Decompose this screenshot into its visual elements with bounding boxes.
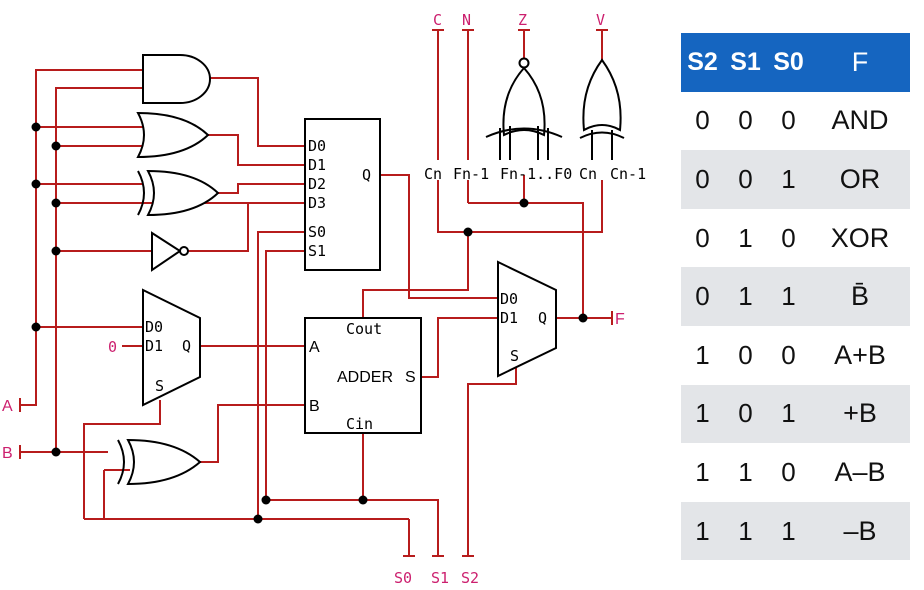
- cell-f: A–B: [834, 456, 886, 487]
- select-s1-label: S1: [431, 569, 449, 587]
- output-f-label: F: [615, 311, 625, 328]
- mux4-s1-label: S1: [308, 242, 326, 260]
- cell-s0: 0: [781, 105, 796, 136]
- header-f: F: [851, 46, 869, 77]
- cell-s2: 1: [695, 398, 710, 429]
- mux4-d2-label: D2: [308, 175, 326, 193]
- table-row: 0 0 1 OR: [681, 150, 910, 209]
- flag-z-label: Z: [518, 11, 527, 29]
- mux4-d1-label: D1: [308, 156, 326, 174]
- adder-title: ADDER: [337, 369, 393, 386]
- xor-gate-bottom: [117, 438, 202, 486]
- mux4-q-label: Q: [362, 166, 371, 184]
- input-b-label: B: [2, 445, 13, 462]
- flag-tap-fn1-f0: Fn-1..F0: [500, 165, 572, 183]
- cell-s1: 0: [738, 339, 753, 370]
- cell-s0: 1: [781, 281, 796, 312]
- cell-s2: 0: [695, 105, 710, 136]
- adder-a-label: A: [309, 339, 320, 356]
- cell-f: B̄: [850, 281, 869, 312]
- cell-s2: 0: [695, 222, 710, 253]
- table-row: 1 1 1 –B: [681, 501, 910, 561]
- adder-b-label: B: [309, 398, 320, 415]
- mux-out: [497, 260, 557, 378]
- or-gate: [136, 111, 210, 159]
- muxout-d1-label: D1: [500, 309, 518, 327]
- cell-f: +B: [843, 398, 877, 429]
- table-row: 1 1 0 A–B: [681, 443, 910, 502]
- muxb-q-label: Q: [182, 337, 191, 355]
- cell-s2: 1: [695, 456, 710, 487]
- select-s0-label: S0: [394, 569, 412, 587]
- flag-tap-cn: Cn: [424, 165, 442, 183]
- cell-s2: 1: [695, 339, 710, 370]
- nor-gate-z: [485, 57, 563, 160]
- cell-s2: 1: [695, 515, 710, 546]
- cell-s0: 0: [781, 456, 796, 487]
- cell-s1: 1: [738, 456, 753, 487]
- adder-cin-label: Cin: [346, 415, 373, 433]
- cell-s1: 1: [738, 281, 753, 312]
- flag-tap-cn-2: Cn: [579, 165, 597, 183]
- mux-b: [142, 288, 201, 407]
- mux-4to1: [304, 118, 381, 271]
- header-s0: S0: [773, 47, 804, 76]
- cell-s0: 1: [781, 398, 796, 429]
- flag-tap-fn1: Fn-1: [453, 165, 489, 183]
- input-a-label: A: [2, 398, 13, 415]
- cell-f: XOR: [830, 222, 890, 253]
- adder-block: [304, 317, 422, 434]
- flag-tap-cn1: Cn-1: [610, 165, 646, 183]
- select-s2-label: S2: [461, 569, 479, 587]
- muxb-d0-label: D0: [145, 318, 163, 336]
- truth-table-header: S2 S1 S0 F: [681, 33, 910, 92]
- cell-f: AND: [831, 105, 889, 136]
- cell-s2: 0: [695, 281, 710, 312]
- table-row: 0 1 0 XOR: [681, 208, 910, 268]
- flag-n-label: N: [462, 11, 471, 29]
- cell-f: OR: [839, 163, 881, 194]
- cell-s1: 1: [738, 515, 753, 546]
- junction-dots: [31, 122, 588, 524]
- cell-s1: 0: [738, 163, 753, 194]
- muxout-d0-label: D0: [500, 290, 518, 308]
- cell-s0: 0: [781, 222, 796, 253]
- xor-gate: [137, 169, 220, 217]
- mux4-s0-label: S0: [308, 223, 326, 241]
- and-gate: [142, 54, 211, 104]
- cell-s1: 1: [738, 222, 753, 253]
- header-s2: S2: [687, 47, 718, 76]
- muxout-q-label: Q: [538, 309, 547, 327]
- table-row: 1 0 0 A+B: [681, 325, 910, 385]
- not-gate: [151, 231, 189, 272]
- cell-s1: 0: [738, 398, 753, 429]
- mux4-d3-label: D3: [308, 194, 326, 212]
- muxout-s-label: S: [510, 347, 519, 365]
- zero-input-label: 0: [108, 338, 117, 356]
- cell-f: A+B: [834, 339, 886, 370]
- cell-s0: 1: [781, 163, 796, 194]
- adder-cout-label: Cout: [346, 320, 382, 338]
- xor-gate-v: [579, 58, 625, 160]
- header-s1: S1: [730, 47, 761, 76]
- cell-s1: 0: [738, 105, 753, 136]
- table-row: 1 0 1 +B: [681, 384, 910, 444]
- alu-schematic: D0 D1 D2 D3 S0 S1 Q D0 D1 Q S 0 Cout ADD…: [2, 11, 646, 587]
- truth-table: S2 S1 S0 F 0 0 0 AND 0 0 1 OR 0 1 0 XOR …: [681, 33, 910, 561]
- mux4-d0-label: D0: [308, 137, 326, 155]
- flag-c-label: C: [433, 11, 442, 29]
- cell-s0: 1: [781, 515, 796, 546]
- flag-v-label: V: [596, 11, 605, 29]
- adder-s-label: S: [405, 369, 416, 386]
- muxb-s-label: S: [155, 377, 164, 395]
- cell-s2: 0: [695, 163, 710, 194]
- cell-f: –B: [843, 515, 877, 546]
- table-row: 0 1 1 B̄: [681, 267, 910, 326]
- table-row: 0 0 0 AND: [681, 91, 910, 151]
- muxb-d1-label: D1: [145, 337, 163, 355]
- cell-s0: 0: [781, 339, 796, 370]
